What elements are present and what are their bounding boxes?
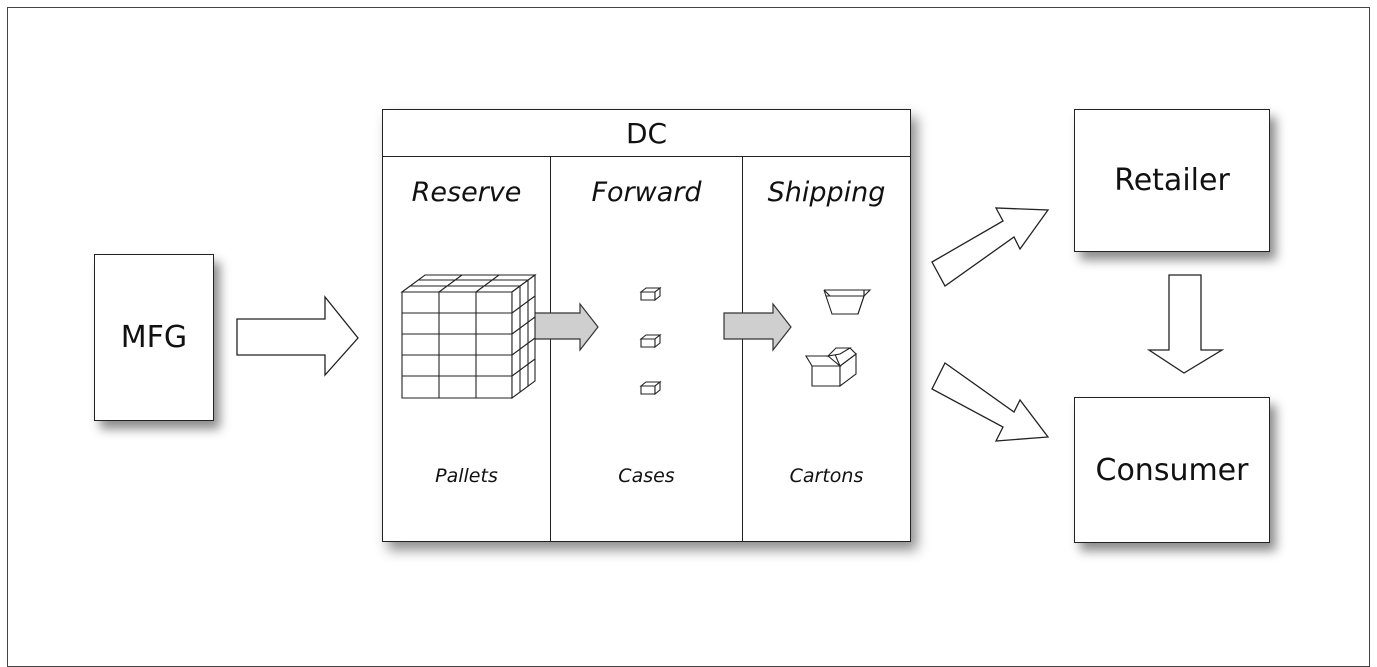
case-icon — [639, 333, 662, 349]
open-carton-icon — [823, 289, 872, 315]
arrow-dc-to-consumer — [931, 362, 1050, 442]
arrow-forward-to-shipping — [723, 302, 792, 352]
arrow-mfg-to-dc — [236, 295, 359, 377]
section-unit-cartons: Cartons — [789, 465, 864, 487]
dc-section-shipping: Shipping Cartons — [742, 157, 910, 541]
consumer-node: Consumer — [1074, 397, 1270, 543]
case-icon — [639, 380, 662, 396]
section-title-forward: Forward — [591, 177, 702, 208]
pallet-stack-icon — [400, 273, 537, 400]
dc-section-forward: Forward Cases — [550, 157, 742, 541]
arrow-retailer-to-consumer — [1146, 274, 1225, 374]
dc-title: DC — [383, 110, 910, 157]
section-unit-pallets: Pallets — [435, 465, 498, 487]
diagram-graphics — [236, 207, 1225, 442]
section-unit-cases: Cases — [618, 465, 675, 487]
open-box-icon — [805, 347, 857, 388]
mfg-node: MFG — [94, 254, 214, 421]
section-title-shipping: Shipping — [767, 177, 886, 208]
arrow-dc-to-retailer — [931, 207, 1050, 287]
section-title-reserve: Reserve — [411, 177, 522, 208]
consumer-label: Consumer — [1095, 452, 1249, 488]
dc-section-reserve: Reserve Pallets — [383, 157, 550, 541]
arrow-reserve-to-forward — [533, 302, 599, 352]
case-icon — [639, 286, 662, 302]
retailer-label: Retailer — [1114, 163, 1230, 198]
retailer-node: Retailer — [1074, 109, 1270, 252]
mfg-label: MFG — [120, 320, 188, 355]
